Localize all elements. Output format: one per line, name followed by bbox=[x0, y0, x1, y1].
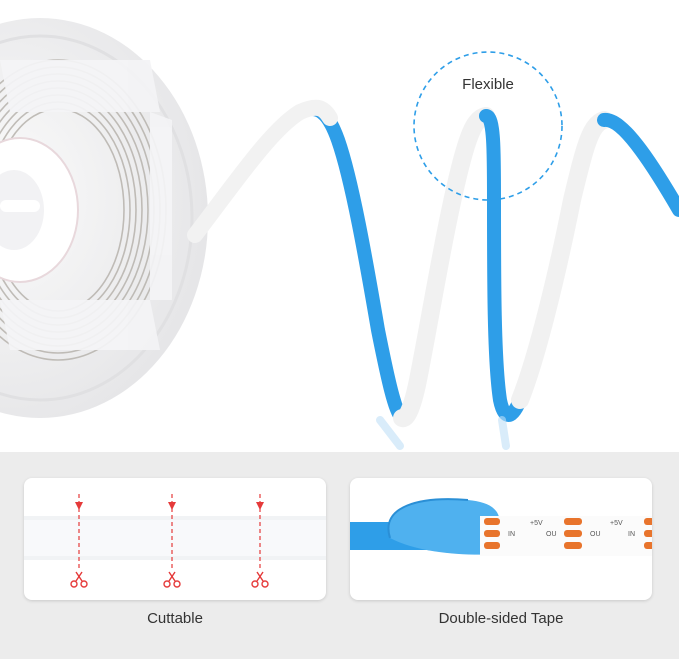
scissors-icon bbox=[70, 571, 88, 588]
tape-strip-illustration: +5V IN OU +5V OU IN bbox=[350, 498, 652, 556]
pcb-text: IN bbox=[628, 531, 635, 538]
peeled-tape bbox=[388, 499, 500, 555]
pcb-text: IN bbox=[508, 531, 515, 538]
cuttable-strip-illustration bbox=[24, 494, 326, 588]
double-sided-tape-caption: Double-sided Tape bbox=[438, 610, 564, 627]
scissors-icon bbox=[251, 571, 269, 588]
flexible-label: Flexible bbox=[462, 76, 514, 93]
cuttable-panel bbox=[24, 478, 326, 600]
led-strip-reel bbox=[0, 18, 208, 418]
flexible-callout-circle bbox=[413, 51, 563, 201]
scissors-icon bbox=[163, 571, 181, 588]
pcb-text: OU bbox=[546, 531, 557, 538]
solder-pads bbox=[484, 518, 652, 549]
hero-illustration bbox=[0, 18, 679, 450]
flexible-led-strip bbox=[187, 99, 679, 450]
pcb-text: OU bbox=[590, 531, 601, 538]
pcb-text: +5V bbox=[610, 520, 623, 527]
double-sided-tape-panel: +5V IN OU +5V OU IN bbox=[350, 478, 652, 600]
pcb-text: +5V bbox=[530, 520, 543, 527]
cuttable-caption: Cuttable bbox=[147, 610, 203, 627]
